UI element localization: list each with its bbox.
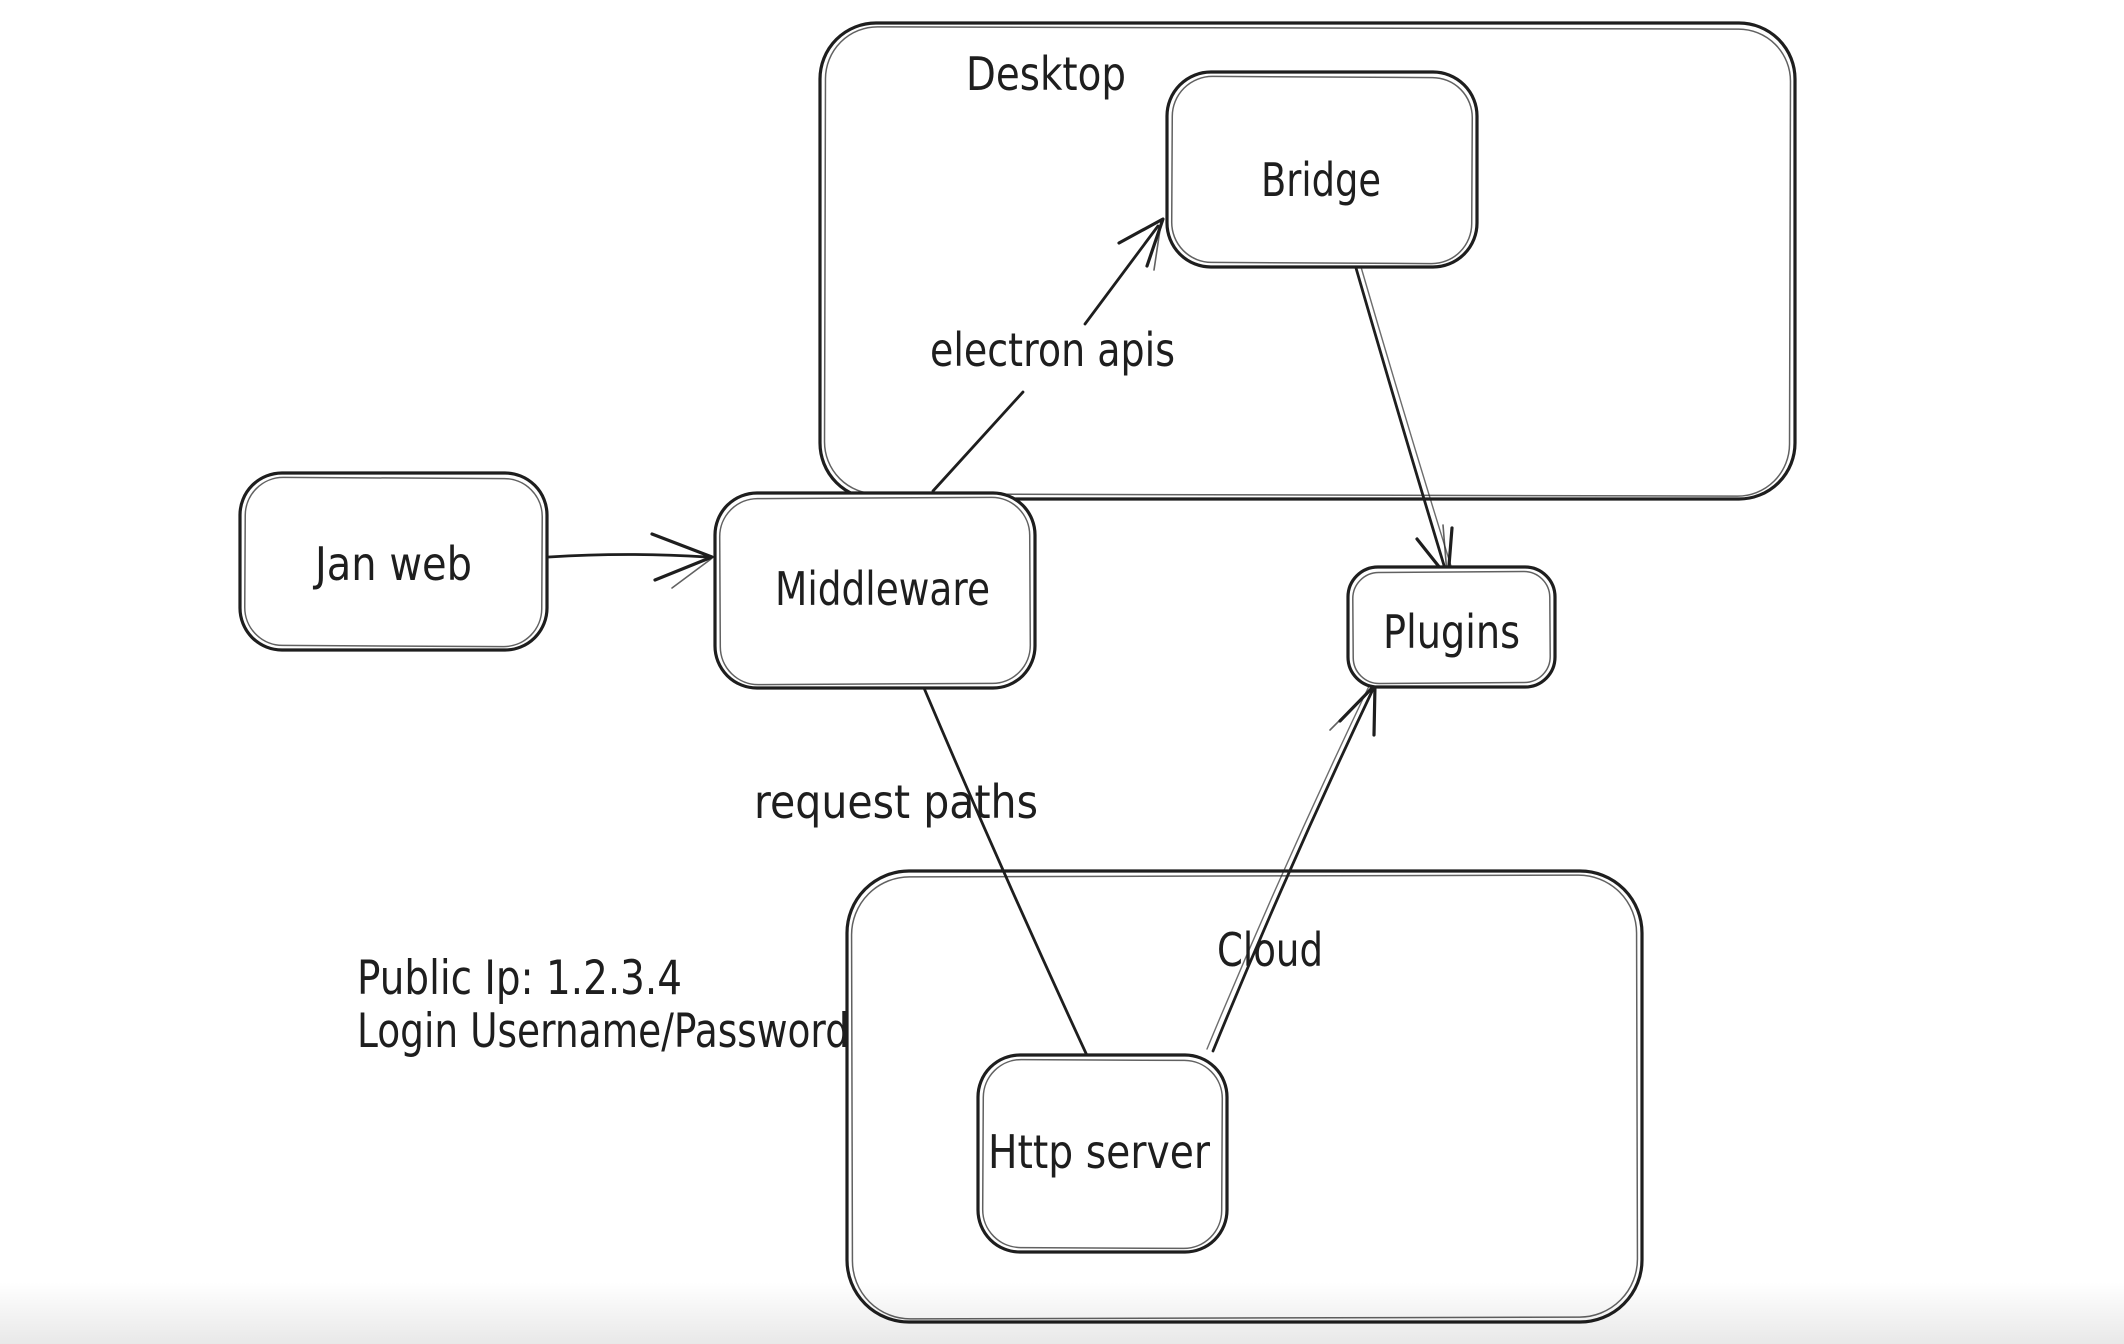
container-desktop-outline[interactable] xyxy=(818,21,1797,501)
annotation-public-ip[interactable]: Public Ip: 1.2.3.4 xyxy=(357,951,682,1006)
node-http-server-label: Http server xyxy=(988,1125,1210,1179)
edge-middleware-to-bridge-line-upper[interactable] xyxy=(1083,224,1160,326)
arrowhead-into-plugins-bottom-sketch-echo xyxy=(1329,688,1372,731)
annotation-credentials[interactable]: Public Ip: 1.2.3.4 Login Username/Passwo… xyxy=(357,951,849,1059)
edge-label-request-paths: request paths xyxy=(754,775,1038,829)
node-plugins-box[interactable] xyxy=(1346,565,1557,689)
node-middleware[interactable]: Middleware xyxy=(713,491,1037,690)
arrowhead-into-middleware xyxy=(650,532,714,582)
container-desktop-outline-sketch-echo xyxy=(823,26,1792,497)
edge-jan-web-to-middleware-line[interactable] xyxy=(547,553,709,559)
edge-bridge-to-plugins[interactable] xyxy=(1354,266,1454,580)
edge-label-electron-apis: electron apis xyxy=(930,323,1175,377)
node-middleware-box-sketch-echo xyxy=(718,496,1032,686)
container-cloud-label: Cloud xyxy=(1217,923,1323,977)
container-desktop-label: Desktop xyxy=(966,47,1126,101)
edge-http-server-to-plugins-line-sketch-echo xyxy=(1206,683,1371,1050)
bottom-fade xyxy=(0,1282,2124,1344)
node-http-server-box-sketch-echo xyxy=(981,1058,1224,1250)
node-bridge-label: Bridge xyxy=(1261,153,1381,207)
arrowhead-into-bridge-sketch-echo xyxy=(1153,222,1162,271)
annotation-login[interactable]: Login Username/Password xyxy=(357,1004,849,1059)
container-cloud[interactable]: Cloud xyxy=(845,869,1644,1324)
node-bridge-box-sketch-echo xyxy=(1170,75,1474,265)
edge-middleware-to-http-server-line[interactable] xyxy=(922,686,1092,1064)
node-bridge-box[interactable] xyxy=(1165,70,1479,269)
edge-middleware-to-bridge[interactable]: electron apis xyxy=(930,217,1175,493)
node-jan-web[interactable]: Jan web xyxy=(238,471,549,652)
node-jan-web-box-sketch-echo xyxy=(244,476,543,648)
container-desktop[interactable]: Desktop xyxy=(818,21,1797,501)
edge-http-server-to-plugins[interactable] xyxy=(1206,683,1377,1053)
arrowhead-into-bridge xyxy=(1117,217,1165,268)
node-middleware-label: Middleware xyxy=(775,562,990,616)
node-plugins-box-sketch-echo xyxy=(1352,570,1551,685)
edge-bridge-to-plugins-line-sketch-echo xyxy=(1360,266,1452,567)
node-bridge[interactable]: Bridge xyxy=(1165,70,1479,269)
node-http-server[interactable]: Http server xyxy=(976,1053,1229,1254)
edge-bridge-to-plugins-line[interactable] xyxy=(1354,266,1448,574)
node-plugins[interactable]: Plugins xyxy=(1346,565,1557,689)
edge-http-server-to-plugins-line[interactable] xyxy=(1211,683,1377,1053)
arrowhead-into-middleware-sketch-echo xyxy=(671,558,712,589)
node-middleware-box[interactable] xyxy=(713,491,1037,690)
node-jan-web-box[interactable] xyxy=(238,471,549,652)
edge-middleware-to-http-server[interactable]: request paths xyxy=(754,686,1092,1064)
edge-middleware-to-bridge-line-lower[interactable] xyxy=(931,390,1025,493)
node-plugins-label: Plugins xyxy=(1383,605,1520,659)
node-jan-web-label: Jan web xyxy=(312,537,472,591)
edge-jan-web-to-middleware[interactable] xyxy=(547,532,714,589)
node-http-server-box[interactable] xyxy=(976,1053,1229,1254)
